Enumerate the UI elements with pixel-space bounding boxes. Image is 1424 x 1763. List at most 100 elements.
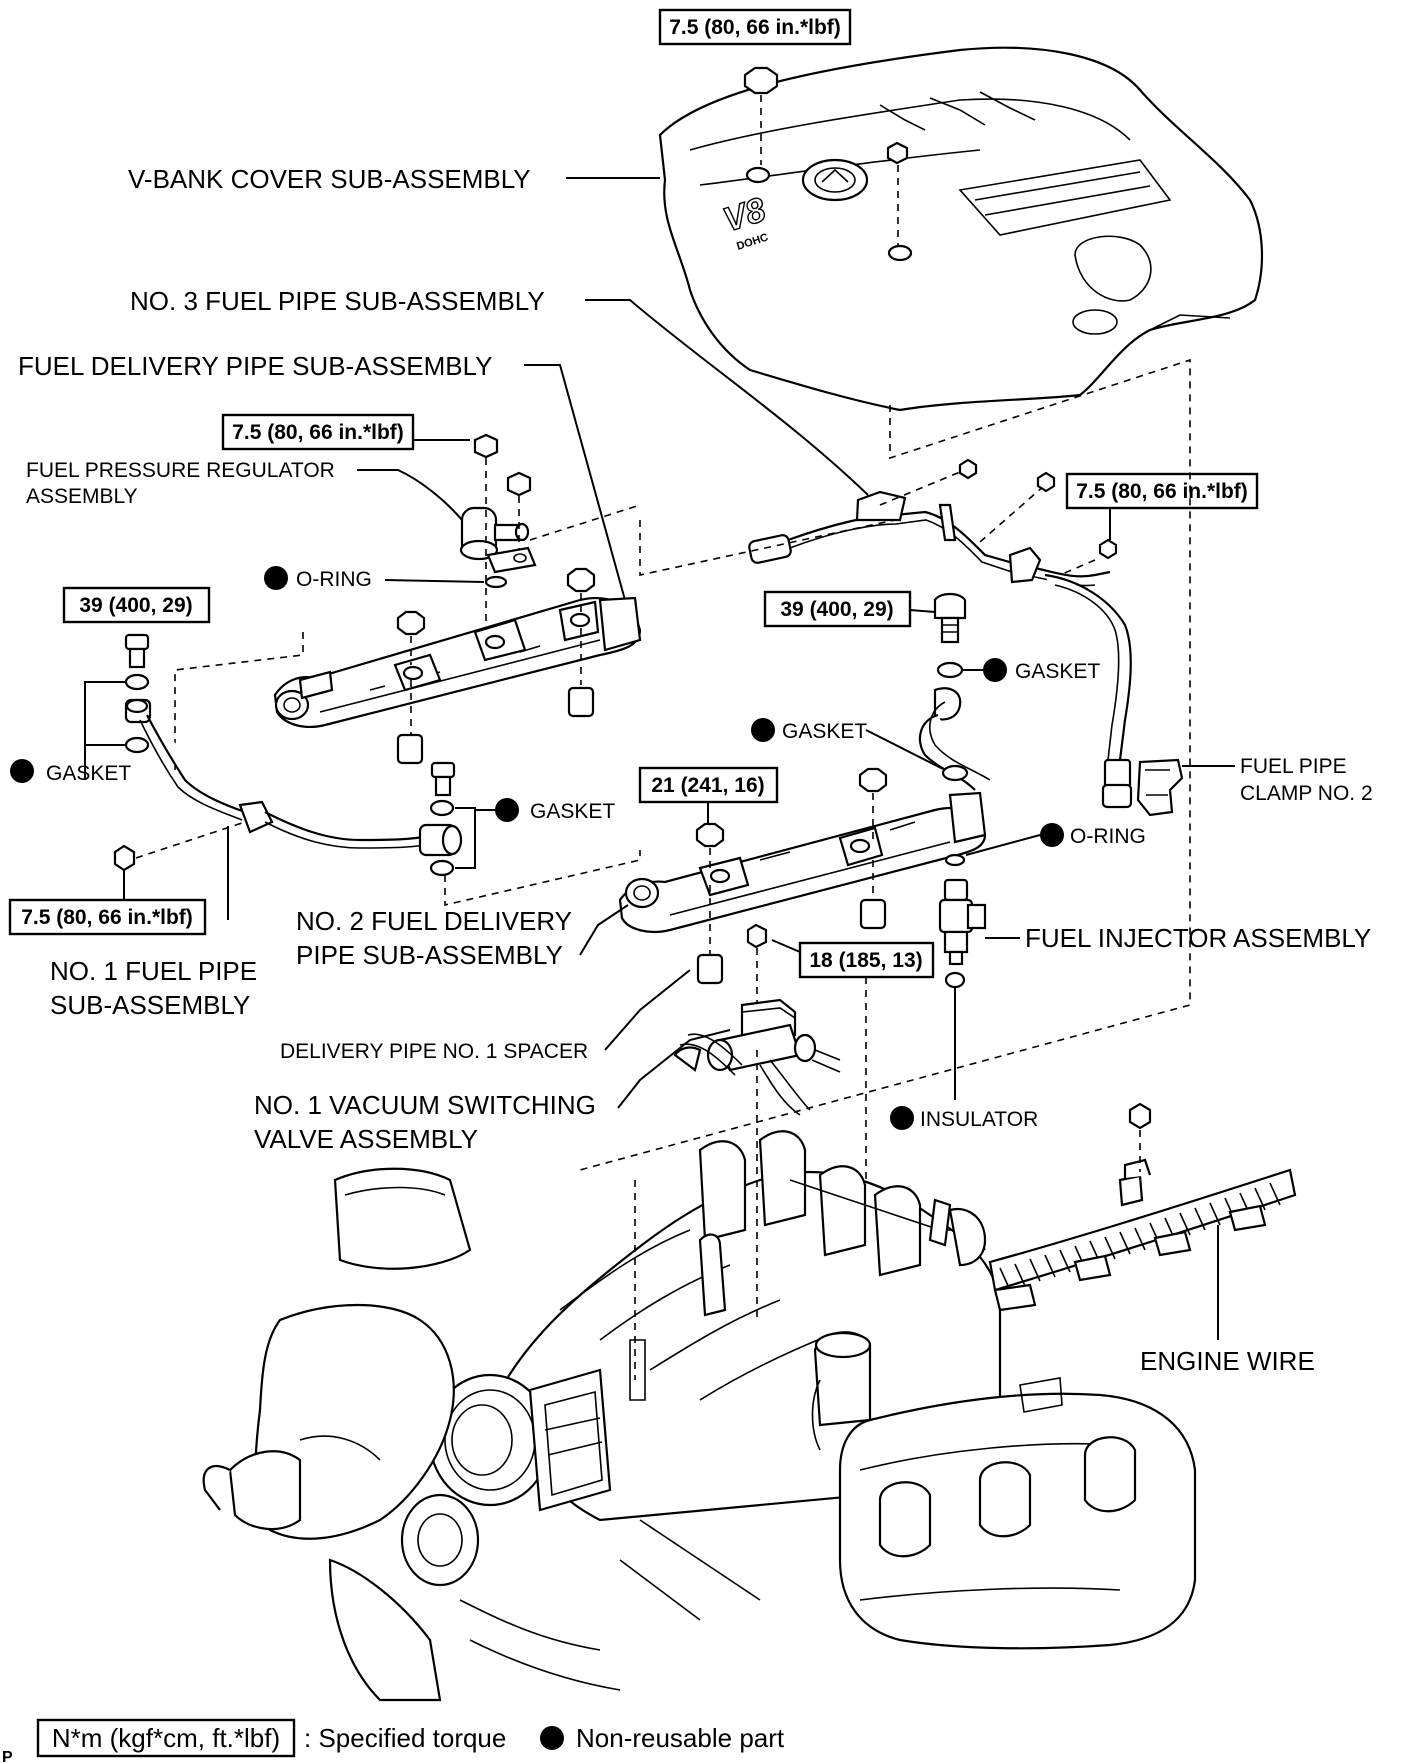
label-fuel-pressure-regulator: FUEL PRESSURE REGULATOR ASSEMBLY (26, 459, 463, 521)
torque-box-union-left: 39 (400, 29) (62, 586, 211, 624)
label-delivery-spacer: DELIVERY PIPE NO. 1 SPACER (280, 969, 691, 1063)
torque-box-no1-pipe: 7.5 (80, 66 in.*lbf) (8, 870, 207, 936)
svg-text:SUB-ASSEMBLY: SUB-ASSEMBLY (50, 990, 250, 1020)
spacer-upper-b (567, 686, 595, 718)
svg-text:DELIVERY PIPE NO. 1 SPACER: DELIVERY PIPE NO. 1 SPACER (280, 1040, 588, 1063)
torque-box-no3-pipe: 7.5 (80, 66 in.*lbf) (1065, 472, 1259, 540)
cover-bolt-right (886, 141, 909, 245)
torque-box-top: 7.5 (80, 66 in.*lbf) (658, 8, 852, 46)
legend-nonreusable-mark (540, 1726, 564, 1750)
svg-text:21 (241, 16): 21 (241, 16) (651, 774, 764, 797)
legend-unit-box (36, 1718, 296, 1758)
regulator-bolt-a (473, 433, 499, 459)
dashed-guide-left (174, 632, 304, 770)
gasket-mid-top (429, 799, 455, 817)
dashed-guide-no2 (444, 850, 641, 907)
no1-fuel-pipe (124, 698, 463, 857)
union-bolt-mid (430, 761, 456, 797)
svg-text:7.5 (80, 66 in.*lbf): 7.5 (80, 66 in.*lbf) (1076, 480, 1248, 503)
no2-fuel-delivery-pipe (618, 791, 987, 934)
label-insulator: INSULATOR (890, 988, 1038, 1131)
label-fuel-injector: FUEL INJECTOR ASSEMBLY (985, 923, 1371, 953)
svg-text:CLAMP NO. 2: CLAMP NO. 2 (1240, 782, 1373, 805)
label-vbank-cover: V-BANK COVER SUB-ASSEMBLY (128, 164, 660, 194)
torque-box-union-right: 39 (400, 29) (763, 590, 936, 628)
svg-text:7.5 (80, 66 in.*lbf): 7.5 (80, 66 in.*lbf) (21, 906, 193, 929)
delivery-pipe-nut-b (566, 567, 596, 593)
no1-pipe-bolt (113, 844, 136, 872)
svg-text:NO. 1 VACUUM SWITCHING: NO. 1 VACUUM SWITCHING (254, 1090, 596, 1120)
gasket-mid-bottom (429, 859, 455, 877)
v-bank-cover: V8 DOHC (658, 46, 1264, 412)
svg-text:GASKET: GASKET (1015, 660, 1100, 683)
label-no1-fuel-pipe: NO. 1 FUEL PIPE SUB-ASSEMBLY (50, 826, 257, 1020)
label-no2-fuel-delivery-pipe: NO. 2 FUEL DELIVERY PIPE SUB-ASSEMBLY (296, 904, 629, 970)
svg-text:39 (400, 29): 39 (400, 29) (79, 594, 192, 617)
svg-text:GASKET: GASKET (782, 720, 867, 743)
union-bolt-left (124, 633, 150, 669)
svg-text:7.5 (80, 66 in.*lbf): 7.5 (80, 66 in.*lbf) (232, 421, 404, 444)
svg-text:NO. 1 FUEL PIPE: NO. 1 FUEL PIPE (50, 956, 257, 986)
svg-text:NO. 3 FUEL PIPE SUB-ASSEMBLY: NO. 3 FUEL PIPE SUB-ASSEMBLY (130, 286, 545, 316)
label-no3-fuel-pipe: NO. 3 FUEL PIPE SUB-ASSEMBLY (130, 286, 869, 496)
label-gasket-center: GASKET (751, 718, 946, 771)
torque-top-cover: 7.5 (80, 66 in.*lbf) (669, 16, 841, 39)
svg-text:18 (185, 13): 18 (185, 13) (809, 949, 922, 972)
gasket-upper-right (936, 661, 964, 679)
nonreusable-mark-gasket-left (10, 759, 34, 783)
label-fuel-delivery-pipe: FUEL DELIVERY PIPE SUB-ASSEMBLY (18, 351, 626, 601)
nonreusable-mark-oring-left (264, 566, 288, 590)
no2-pipe-nut-b (858, 767, 888, 793)
fuel-injector (938, 878, 987, 966)
svg-text:NO. 2 FUEL DELIVERY: NO. 2 FUEL DELIVERY (296, 906, 572, 936)
torque-box-regulator: 7.5 (80, 66 in.*lbf) (221, 413, 470, 451)
union-bolt-right (933, 592, 967, 644)
cover-nut (743, 66, 779, 165)
label-o-ring-left: O-RING (264, 566, 485, 591)
legend-torque-text: : Specified torque (304, 1723, 506, 1753)
no3-pipe-bolt-a (958, 458, 978, 480)
legend: N*m (kgf*cm, ft.*lbf) : Specified torque… (36, 1718, 785, 1758)
engine-wire-bolt (1128, 1102, 1152, 1130)
o-ring-injector (944, 853, 966, 867)
label-gasket-left: GASKET (10, 681, 131, 785)
gasket-left-top (124, 673, 150, 691)
svg-text:39 (400, 29): 39 (400, 29) (780, 598, 893, 621)
o-ring-regulator (484, 575, 508, 589)
dashed-guide-mid (639, 519, 896, 576)
legend-nonreusable-text: Non-reusable part (576, 1723, 785, 1753)
fuel-pressure-regulator (459, 506, 537, 574)
label-gasket-mid: GASKET (455, 798, 615, 869)
engine-block (202, 1050, 1197, 1702)
spacer-upper-a (396, 733, 424, 765)
regulator-bolt-b (506, 471, 532, 497)
no2-pipe-nut (695, 822, 725, 848)
nonreusable-mark-gasket-center (751, 718, 775, 742)
delivery-pipe-nut-a (396, 610, 426, 636)
svg-text:FUEL DELIVERY PIPE SUB-ASSEMBL: FUEL DELIVERY PIPE SUB-ASSEMBLY (18, 351, 492, 381)
svg-text:ASSEMBLY: ASSEMBLY (26, 485, 138, 508)
svg-text:ENGINE WIRE: ENGINE WIRE (1140, 1346, 1315, 1376)
no3-pipe-bolt-b (1036, 471, 1056, 493)
torque-box-vsv: 18 (185, 13) (771, 939, 935, 979)
svg-text:VALVE ASSEMBLY: VALVE ASSEMBLY (254, 1124, 478, 1154)
gasket-center (941, 764, 969, 782)
nonreusable-mark-gasket-mid (495, 798, 519, 822)
label-vsv: NO. 1 VACUUM SWITCHING VALVE ASSEMBLY (254, 1029, 731, 1154)
no3-pipe-bolt-c (1098, 538, 1118, 560)
svg-text:GASKET: GASKET (46, 762, 131, 785)
delivery-spacer (696, 953, 724, 985)
label-fuel-pipe-clamp: FUEL PIPE CLAMP NO. 2 (1182, 755, 1373, 805)
svg-text:V-BANK COVER SUB-ASSEMBLY: V-BANK COVER SUB-ASSEMBLY (128, 164, 531, 194)
label-engine-wire: ENGINE WIRE (1140, 1225, 1315, 1376)
fuel-delivery-pipe (273, 596, 642, 729)
corner-mark: P (2, 1749, 13, 1763)
vsv-valve (673, 998, 841, 1116)
nonreusable-mark-oring-right (1040, 823, 1064, 847)
nonreusable-mark-insulator (890, 1106, 914, 1130)
engine-wire-harness (988, 1158, 1297, 1312)
svg-text:GASKET: GASKET (530, 800, 615, 823)
legend-unit-text: N*m (kgf*cm, ft.*lbf) (52, 1723, 280, 1753)
